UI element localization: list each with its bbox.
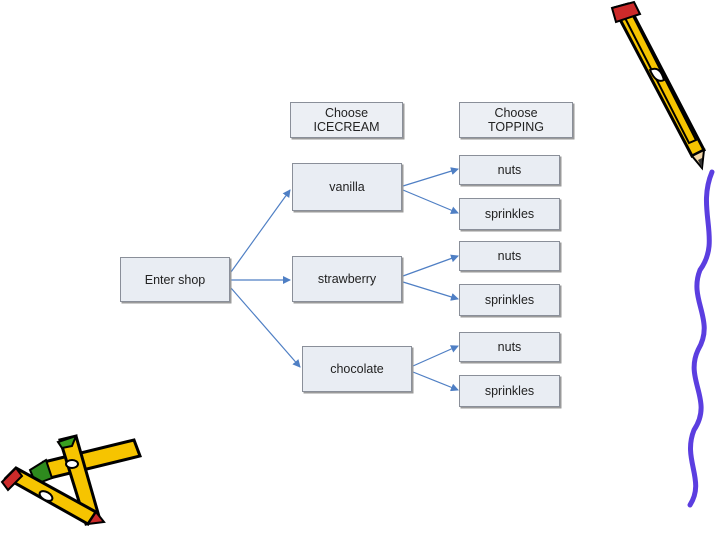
- flavor-label: vanilla: [329, 180, 365, 194]
- topping-box-chocolate-nuts: nuts: [459, 332, 560, 362]
- topping-box-chocolate-sprinkles: sprinkles: [459, 375, 560, 407]
- flavor-label: strawberry: [317, 272, 377, 286]
- flavor-box-strawberry: strawberry: [292, 256, 402, 302]
- flavor-box-vanilla: vanilla: [292, 163, 402, 211]
- flavor-label: chocolate: [330, 362, 384, 376]
- purple-wavy-border: [687, 169, 715, 508]
- header-topping-line2: TOPPING: [487, 120, 545, 134]
- enter-shop-box: Enter shop: [120, 257, 230, 302]
- topping-box-strawberry-sprinkles: sprinkles: [459, 284, 560, 316]
- topping-label: nuts: [497, 249, 522, 263]
- arrow-vanilla-nuts: [402, 167, 459, 187]
- flavor-box-chocolate: chocolate: [302, 346, 412, 392]
- arrow-shop-chocolate: [230, 287, 301, 368]
- topping-label: nuts: [497, 340, 522, 354]
- yellow-pencil-icon: [610, 0, 707, 171]
- header-choose-topping: Choose TOPPING: [459, 102, 573, 138]
- arrow-strawberry-nuts: [402, 254, 459, 277]
- topping-box-vanilla-sprinkles: sprinkles: [459, 198, 560, 230]
- arrow-strawberry-sprinkles: [402, 281, 459, 301]
- header-topping-line1: Choose: [494, 106, 538, 120]
- header-icecream-line2: ICECREAM: [313, 120, 380, 134]
- topping-box-vanilla-nuts: nuts: [459, 155, 560, 185]
- connector-arrows: [230, 167, 459, 392]
- arrow-vanilla-sprinkles: [402, 189, 459, 214]
- topping-label: nuts: [497, 163, 522, 177]
- arrow-shop-vanilla: [230, 189, 291, 273]
- header-icecream-line1: Choose: [324, 106, 369, 120]
- topping-label: sprinkles: [484, 207, 535, 221]
- header-choose-icecream: Choose ICECREAM: [290, 102, 403, 138]
- topping-label: sprinkles: [484, 293, 535, 307]
- topping-label: sprinkles: [484, 384, 535, 398]
- crayon-pair-icon: [0, 434, 142, 526]
- arrow-chocolate-sprinkles: [412, 371, 459, 392]
- enter-shop-label: Enter shop: [144, 272, 206, 287]
- topping-box-strawberry-nuts: nuts: [459, 241, 560, 271]
- arrow-chocolate-nuts: [412, 345, 459, 367]
